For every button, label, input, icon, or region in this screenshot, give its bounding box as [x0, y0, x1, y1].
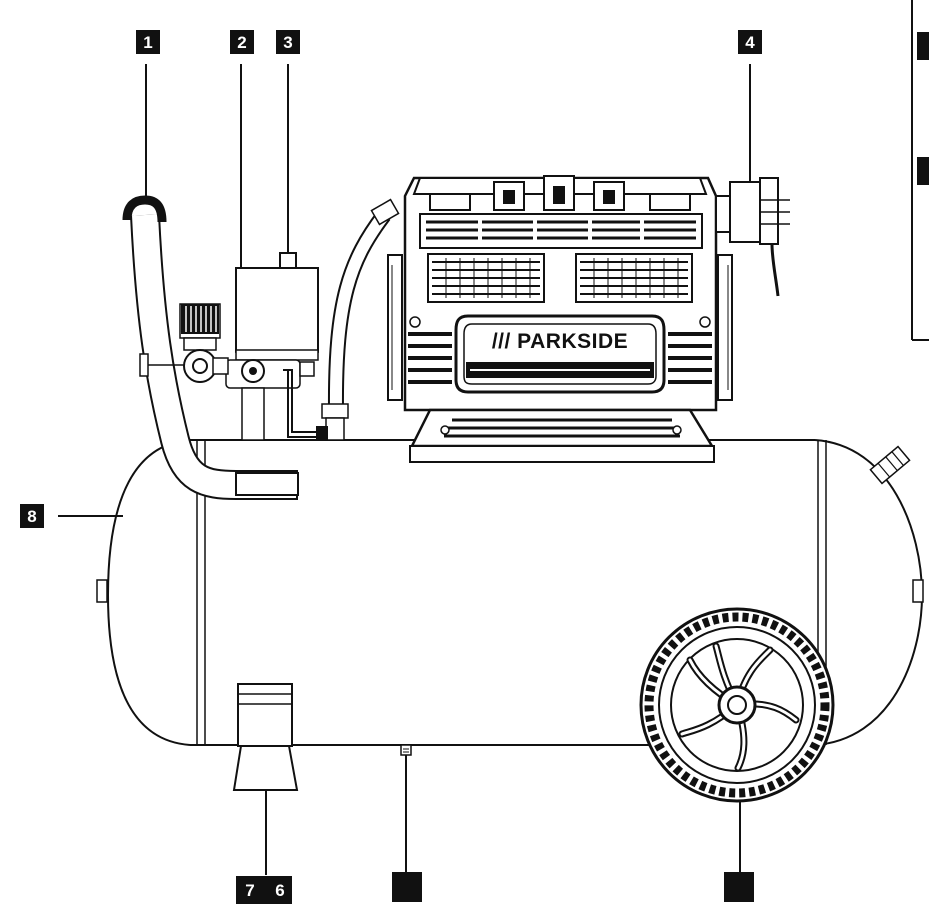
callout-badge-2: 2	[230, 30, 254, 54]
brand-label: /// PARKSIDE	[492, 330, 628, 353]
carry-handle	[122, 195, 299, 500]
callout-label-6: 6	[275, 881, 284, 900]
side-legend-panel	[911, 0, 929, 341]
callout-label-4: 4	[745, 33, 755, 52]
callout-badge-8: 8	[20, 504, 44, 528]
pressure-regulator	[139, 303, 229, 383]
pressure-hose	[316, 198, 400, 441]
pressure-switch	[225, 252, 320, 441]
callout-label-8: 8	[27, 507, 36, 526]
safety-valve	[869, 445, 911, 485]
callout-badge-5	[392, 872, 422, 902]
callout-badge-9	[724, 872, 754, 902]
callout-badge-4: 4	[738, 30, 762, 54]
leader-lines	[58, 64, 751, 875]
motor-unit: /// PARKSIDE	[387, 175, 733, 463]
wheel	[639, 607, 835, 803]
callout-badge-1: 1	[136, 30, 160, 54]
brand-plate: /// PARKSIDE	[454, 314, 666, 394]
callout-label-3: 3	[283, 33, 292, 52]
drain-valve	[400, 744, 412, 756]
regulator-knob	[181, 304, 219, 334]
callout-label-1: 1	[143, 33, 152, 52]
callout-label-7: 7	[245, 881, 254, 900]
power-cable	[715, 177, 790, 297]
callout-badge-7: 7 6	[236, 876, 292, 904]
callout-label-2: 2	[237, 33, 246, 52]
callout-badge-3: 3	[276, 30, 300, 54]
rubber-foot	[232, 683, 299, 791]
